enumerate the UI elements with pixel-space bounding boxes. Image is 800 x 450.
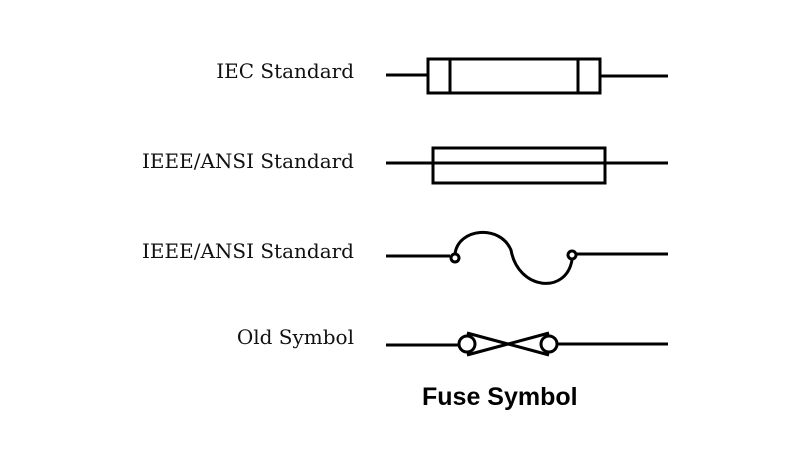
ieee-ansi-curve-fuse-symbol [386,231,668,285]
label-ieee-ansi-curve: IEEE/ANSI Standard [142,239,354,263]
ieee-ansi-rect-fuse-symbol [386,146,668,185]
label-iec-standard: IEC Standard [216,59,354,83]
label-ieee-ansi-rect: IEEE/ANSI Standard [142,149,354,173]
iec-fuse-symbol [386,57,668,95]
diagram-title: Fuse Symbol [422,383,578,411]
old-fuse-symbol [386,331,668,357]
label-old-symbol: Old Symbol [236,325,354,349]
